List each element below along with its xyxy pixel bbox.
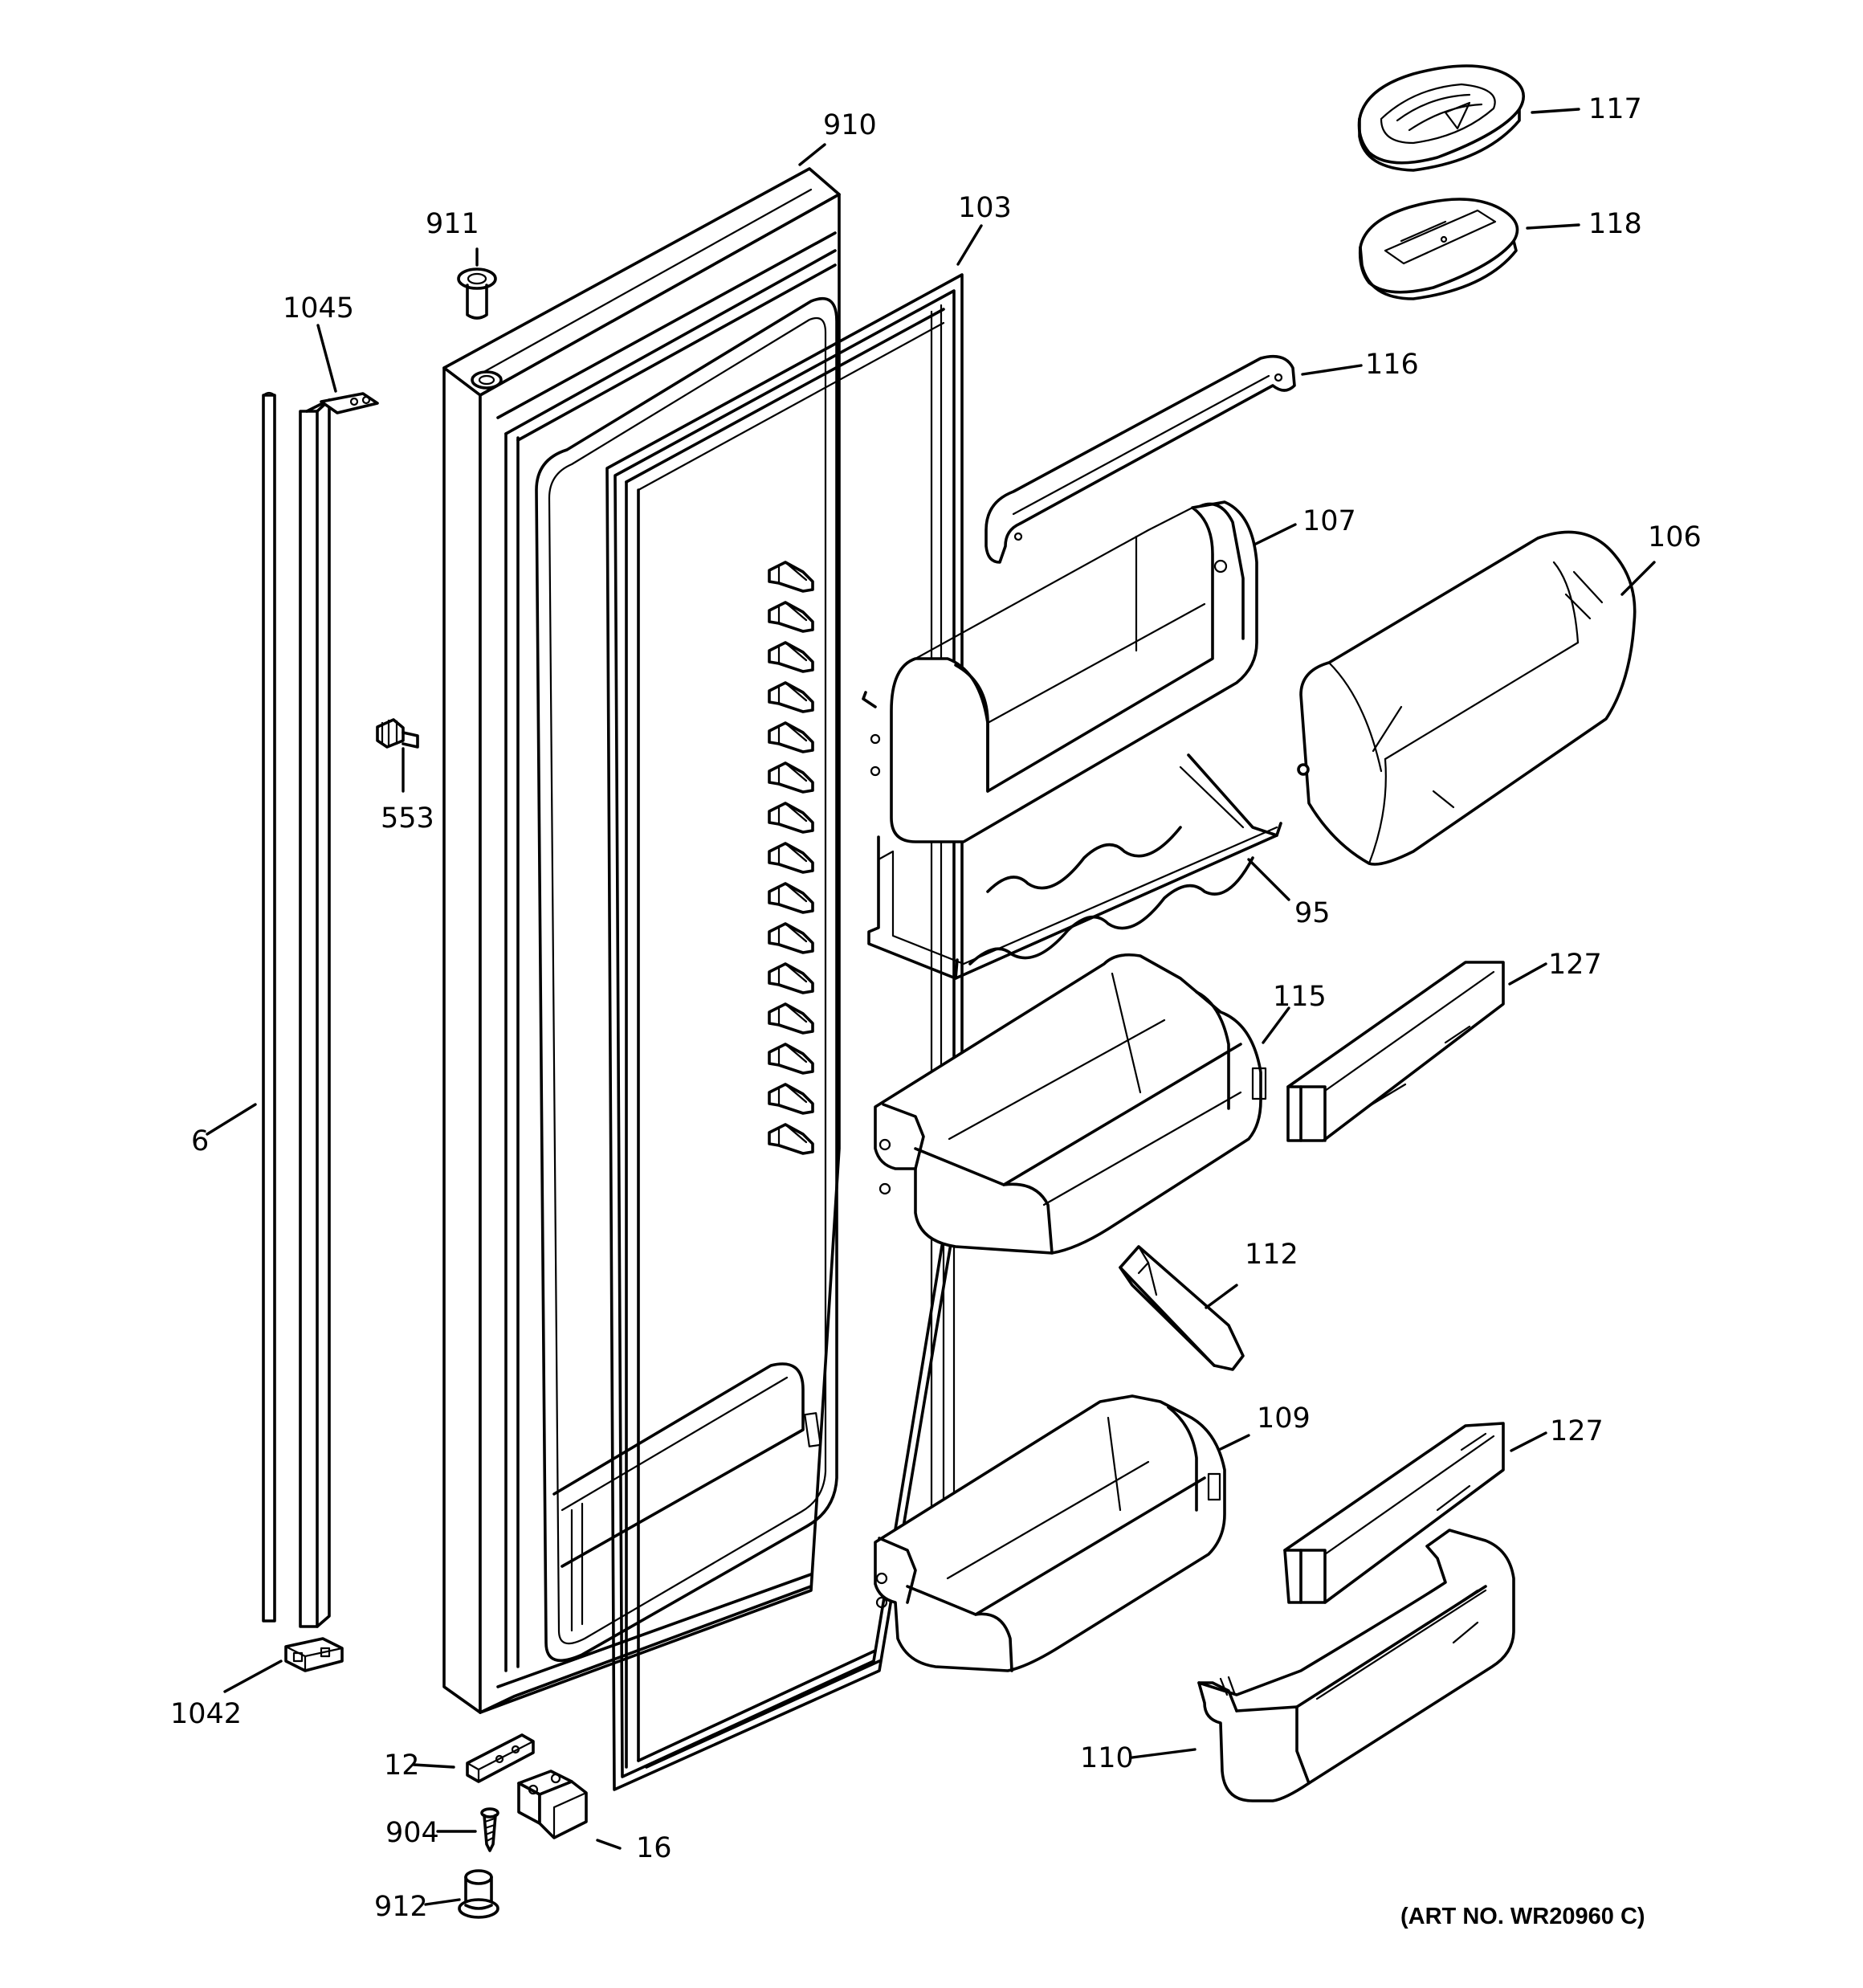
callout-106: 106 <box>1648 521 1702 553</box>
part-116-bar <box>984 354 1296 564</box>
callout-110: 110 <box>1080 1742 1134 1774</box>
shelf-rib <box>768 601 814 633</box>
callout-911: 911 <box>426 208 479 240</box>
part-115-bin <box>874 953 1267 1255</box>
shelf-rib-edge <box>777 601 808 625</box>
part-12-hinge-plate <box>466 1733 535 1783</box>
callout-904: 904 <box>385 1817 439 1849</box>
shelf-rib-edge <box>777 882 808 906</box>
callout-95: 95 <box>1294 897 1331 929</box>
callout-117: 117 <box>1588 93 1642 125</box>
shelf-rib-edge <box>777 681 808 705</box>
part-553-pin <box>376 718 419 749</box>
part-127-rail-upper <box>1286 961 1505 1142</box>
shelf-rib <box>768 962 814 994</box>
shelf-rib-edge <box>777 721 808 745</box>
part-110-bin <box>1197 1529 1515 1802</box>
callout-910: 910 <box>823 109 877 141</box>
shelf-rib-edge <box>777 1043 808 1067</box>
callout-115: 115 <box>1273 981 1327 1013</box>
shelf-rib-edge <box>777 761 808 786</box>
shelf-rib <box>768 922 814 954</box>
callout-1045: 1045 <box>283 292 354 325</box>
shelf-rib-edge <box>777 802 808 826</box>
callout-116: 116 <box>1365 349 1419 381</box>
shelf-rib <box>768 802 814 834</box>
part-107-bin <box>870 500 1258 843</box>
leader-lines <box>206 108 1656 1906</box>
part-118-tray <box>1358 198 1519 300</box>
callout-109: 109 <box>1257 1402 1311 1435</box>
part-1045-channel <box>299 392 379 1628</box>
callout-16: 16 <box>636 1832 672 1864</box>
callout-1042: 1042 <box>170 1698 242 1730</box>
part-106-cover-bin <box>1297 530 1637 866</box>
shelf-rib <box>768 561 814 593</box>
shelf-rib <box>768 721 814 753</box>
shelf-rib <box>768 1002 814 1035</box>
shelf-rib <box>768 1043 814 1075</box>
shelf-rib <box>768 761 814 794</box>
callout-127-upper: 127 <box>1548 949 1602 981</box>
callout-labels: 910 911 103 1045 553 6 1042 12 904 912 1… <box>170 93 1702 1923</box>
shelf-rib-edge <box>777 1083 808 1107</box>
callout-112: 112 <box>1245 1239 1298 1271</box>
callout-553: 553 <box>381 802 434 835</box>
shelf-support-ribs <box>768 561 814 1155</box>
shelf-rib <box>768 882 814 914</box>
callout-103: 103 <box>958 192 1012 224</box>
shelf-rib-edge <box>777 1123 808 1147</box>
part-16-hinge-bracket <box>517 1770 588 1839</box>
shelf-rib-edge <box>777 842 808 866</box>
part-1042-clip <box>284 1637 344 1672</box>
shelf-rib <box>768 1083 814 1115</box>
callout-12: 12 <box>384 1749 420 1782</box>
part-910-door-shell <box>442 167 841 1714</box>
part-6-strip <box>262 391 276 1623</box>
art-number: (ART NO. WR20960 C) <box>1400 1904 1645 1929</box>
shelf-rib <box>768 1123 814 1155</box>
part-912-cap <box>458 1869 499 1919</box>
callout-118: 118 <box>1588 208 1642 240</box>
shelf-rib <box>768 842 814 874</box>
shelf-rib-edge <box>777 962 808 986</box>
shelf-rib-edge <box>777 641 808 665</box>
callout-127-lower: 127 <box>1550 1415 1604 1447</box>
shelf-rib-edge <box>777 1002 808 1027</box>
part-112-divider <box>1119 1245 1245 1371</box>
callout-107: 107 <box>1302 505 1356 537</box>
shelf-rib-edge <box>777 922 808 946</box>
callout-6: 6 <box>191 1125 209 1157</box>
part-95-wire-shelf <box>862 691 1282 980</box>
shelf-rib <box>768 641 814 673</box>
part-904-screw <box>480 1807 499 1852</box>
shelf-rib <box>768 681 814 713</box>
part-911-bushing <box>457 267 497 320</box>
callout-912: 912 <box>374 1891 428 1923</box>
part-127-rail-lower <box>1283 1422 1505 1604</box>
part-109-bin <box>874 1394 1226 1672</box>
part-117-cover <box>1357 64 1525 172</box>
shelf-rib-edge <box>777 561 808 585</box>
